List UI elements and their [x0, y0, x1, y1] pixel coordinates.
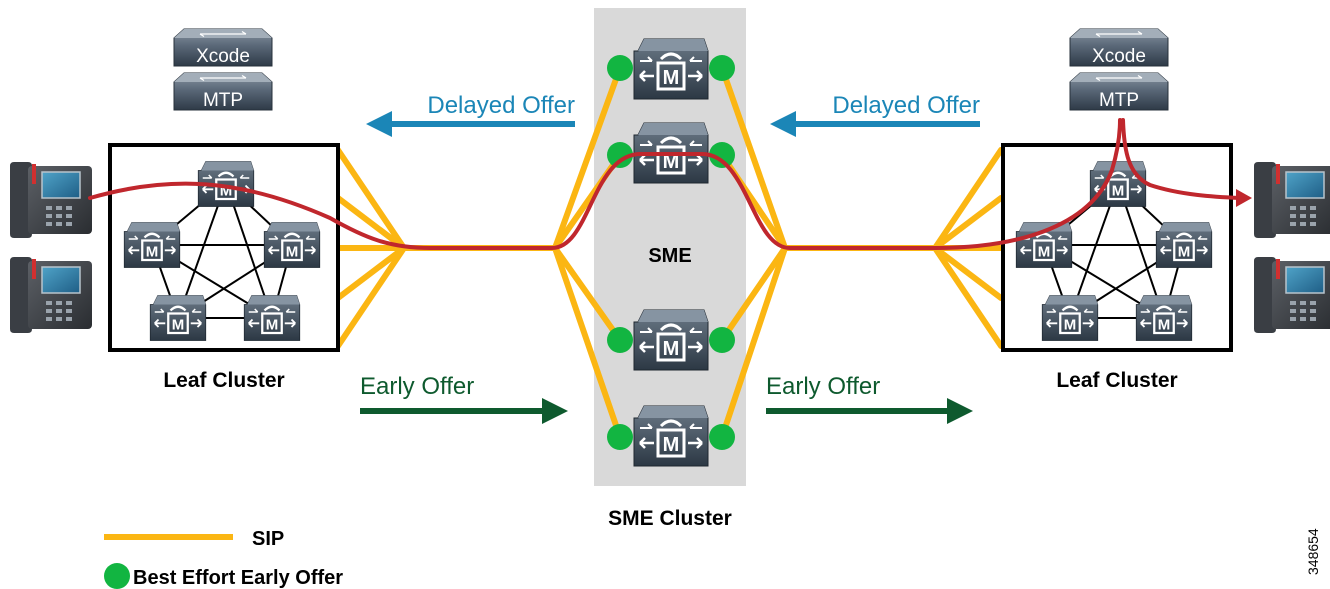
delayed-offer-label-right: Delayed Offer: [832, 92, 980, 119]
leaf-node: [1155, 221, 1213, 269]
best-effort-dot: [709, 424, 735, 450]
early-offer-arrow-right: [766, 398, 973, 424]
mtp-device-left: MTP: [173, 72, 273, 111]
leaf-node: [149, 294, 207, 342]
legend-best-effort-dot: [104, 563, 130, 589]
legend-best-effort-label: Best Effort Early Offer: [133, 567, 343, 589]
call-path: [88, 118, 1242, 250]
xcode-device-right: Xcode: [1069, 28, 1169, 67]
svg-text:MTP: MTP: [1099, 90, 1139, 111]
legend-sip-label: SIP: [252, 528, 284, 550]
ip-phone-left-1: [9, 161, 93, 239]
ip-phone-left-2: [9, 256, 93, 334]
svg-text:Xcode: Xcode: [196, 46, 250, 67]
sme-cluster-label: SME Cluster: [608, 507, 732, 530]
early-offer-label-right: Early Offer: [766, 373, 880, 400]
call-path-arrowhead: [1236, 189, 1252, 207]
leaf-cluster-right-label: Leaf Cluster: [1056, 369, 1177, 392]
sme-node-1: [632, 37, 710, 101]
leaf-node: [263, 221, 321, 269]
early-offer-label-left: Early Offer: [360, 373, 474, 400]
figure-id: 348654: [1305, 528, 1321, 575]
leaf-cluster-left-label: Leaf Cluster: [163, 369, 284, 392]
leaf-node: [1041, 294, 1099, 342]
best-effort-dots: [607, 55, 735, 450]
ip-phone-right-1: [1253, 161, 1330, 239]
delayed-offer-label-left: Delayed Offer: [427, 92, 575, 119]
leaf-node: [123, 221, 181, 269]
svg-text:Xcode: Xcode: [1092, 46, 1146, 67]
best-effort-dot: [607, 424, 633, 450]
xcode-device-left: Xcode: [173, 28, 273, 67]
delayed-offer-arrow-right: [770, 111, 980, 137]
leaf-node: [243, 294, 301, 342]
leaf-cluster-left: [108, 143, 340, 352]
sme-label: SME: [648, 245, 691, 267]
legend: SIP Best Effort Early Offer: [104, 528, 343, 589]
best-effort-dot: [607, 327, 633, 353]
best-effort-dot: [709, 327, 735, 353]
best-effort-dot: [709, 142, 735, 168]
ip-phone-right-2: [1253, 256, 1330, 334]
early-offer-arrow-left: [360, 398, 568, 424]
best-effort-dot: [607, 142, 633, 168]
best-effort-dot: [709, 55, 735, 81]
leaf-cluster-right: [1001, 143, 1233, 352]
sme-node-3: [632, 308, 710, 372]
sme-node-4: [632, 404, 710, 468]
mtp-device-right: MTP: [1069, 72, 1169, 111]
delayed-offer-arrow-left: [366, 111, 575, 137]
best-effort-dot: [607, 55, 633, 81]
svg-text:MTP: MTP: [203, 90, 243, 111]
leaf-node: [1089, 160, 1147, 208]
leaf-node: [1135, 294, 1193, 342]
